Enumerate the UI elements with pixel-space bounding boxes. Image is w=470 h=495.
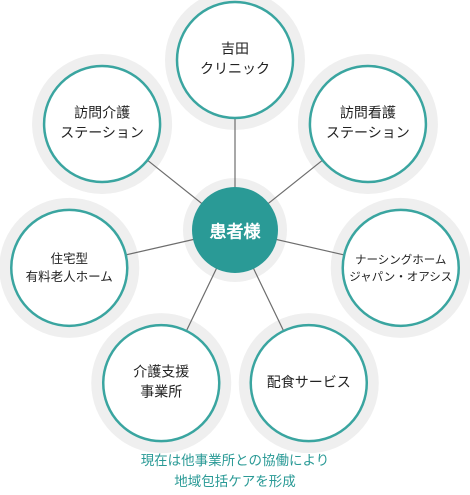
petal-layer [10, 0, 460, 443]
node-label-line: ジャパン・オアシス [349, 268, 453, 283]
caption-line-1: 現在は他事業所との協働により [140, 453, 330, 469]
node-label-line: 訪問看護 [339, 105, 396, 122]
node-label-line: 訪問介護 [74, 105, 131, 122]
node-label-line: 吉田 [221, 41, 249, 58]
petal-home-nursing [308, 64, 428, 184]
center-hub [192, 187, 278, 273]
node-label-care-support: 介護支援事業所 [133, 363, 189, 404]
petal-senior-housing [10, 208, 129, 328]
petal-meal-delivery [249, 323, 369, 443]
center-label: 患者様 [209, 222, 261, 243]
node-label-home-nursing: 訪問看護ステーション [326, 104, 410, 145]
node-label-line: 介護支援 [133, 364, 190, 381]
node-label-clinic: 吉田クリニック [200, 40, 270, 81]
node-label-line: クリニック [200, 62, 270, 78]
caption-line-2: 地域包括ケアを形成 [174, 473, 296, 490]
caption: 現在は他事業所との協働により 地域包括ケアを形成 [0, 451, 470, 493]
node-label-line: 事業所 [140, 385, 183, 402]
petal-nursing-home [341, 208, 460, 328]
petal-care-support [101, 323, 221, 443]
node-label-meal-delivery: 配食サービス [267, 373, 351, 393]
node-label-line: ステーション [60, 126, 144, 142]
node-label-home-care: 訪問介護ステーション [60, 104, 144, 145]
node-label-line: 住宅型 [50, 250, 89, 266]
node-label-line: ステーション [326, 126, 410, 142]
node-label-line: 有料老人ホーム [25, 268, 113, 284]
node-label-nursing-home: ナーシングホームジャパン・オアシス [349, 251, 452, 284]
petal-home-care [42, 64, 162, 184]
node-label-line: ナーシングホーム [355, 252, 447, 267]
petal-clinic [175, 0, 295, 120]
node-label-senior-housing: 住宅型有料老人ホーム [26, 250, 113, 286]
node-label-line: 配食サービス [266, 375, 351, 392]
